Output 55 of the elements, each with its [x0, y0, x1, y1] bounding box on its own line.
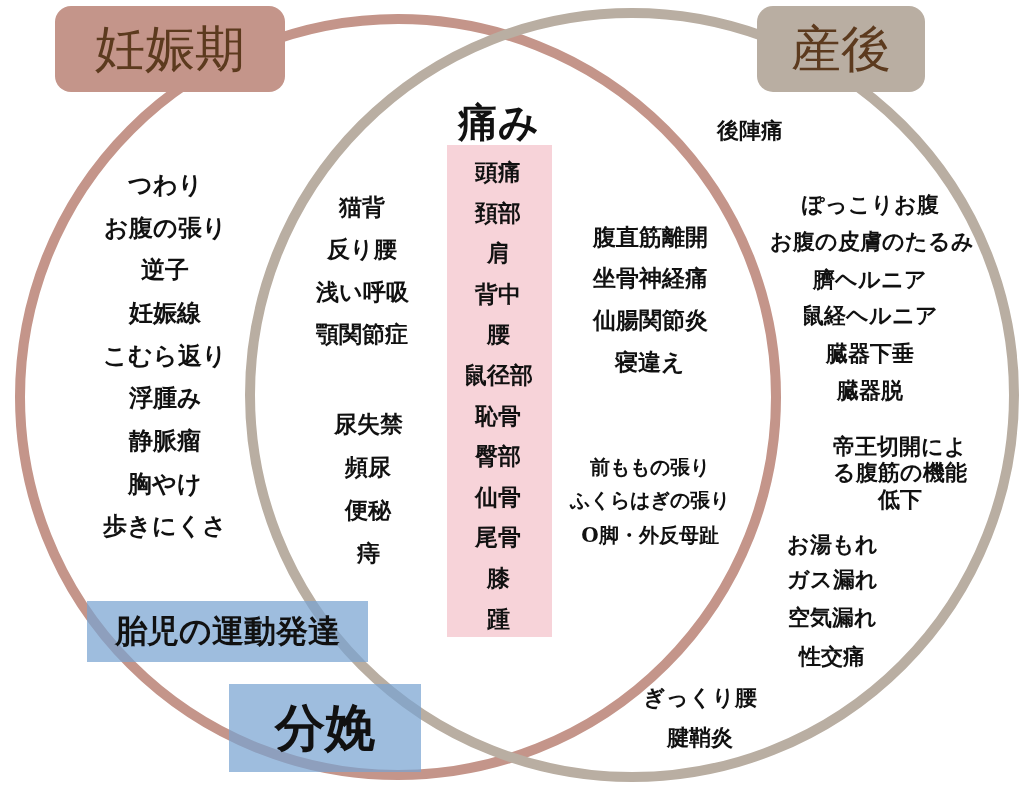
list-item: 腰 [486, 321, 510, 348]
list-item: 猫背 [339, 193, 385, 221]
list-item: 歩きにくさ [103, 512, 227, 540]
title-box: 産後 [757, 6, 925, 92]
list-item: 頚部 [475, 199, 521, 226]
list-item: 踵 [486, 605, 510, 632]
list-item: 鼠経ヘルニア [802, 303, 938, 329]
list-item: 反り腰 [327, 235, 397, 263]
list-item: 便秘 [345, 496, 391, 524]
list-item: 膝 [486, 564, 510, 592]
list-item: O脚・外反母趾 [581, 523, 719, 547]
list-item: 仙腸関節炎 [592, 306, 708, 334]
stage-box: 胎児の運動発達 [87, 601, 368, 662]
list-item: 臓器下垂 [826, 341, 914, 367]
heading: 痛み [457, 99, 539, 145]
list-item: 浅い呼吸 [315, 278, 409, 306]
list-item: 浮腫み [128, 384, 202, 412]
list-item: 帝王切開による腹筋の機能低下 [832, 433, 968, 513]
list-item: 前ももの張り [590, 455, 710, 479]
list-item: 尾骨 [475, 524, 521, 551]
list-item: 逆子 [141, 256, 189, 284]
list-item: 性交痛 [799, 644, 865, 670]
list-item: 後陣痛 [717, 118, 783, 144]
list-item: 胸やけ [128, 470, 202, 498]
list-item: 顎関節症 [316, 320, 408, 348]
title-box: 妊娠期 [55, 6, 285, 92]
list-item: 背中 [475, 280, 521, 307]
list-item: 痔 [356, 539, 380, 567]
list-item: 腱鞘炎 [667, 725, 733, 751]
list-item: ふくらはぎの張り [570, 488, 730, 512]
list-item: 静脈瘤 [129, 427, 201, 455]
list-item: 臓器脱 [837, 378, 903, 404]
stage-box: 分娩 [229, 684, 421, 772]
list-item: つわり [127, 171, 203, 199]
list-item: お腹の張り [103, 214, 227, 242]
list-item: 空気漏れ [787, 605, 877, 631]
list-item: 恥骨 [475, 402, 521, 429]
list-item: 頭痛 [475, 158, 521, 186]
list-item: 尿失禁 [333, 410, 403, 438]
list-item: こむら返り [103, 342, 227, 370]
list-item: 仙骨 [475, 483, 521, 510]
list-item: ガス漏れ [786, 567, 878, 593]
list-item: お腹の皮膚のたるみ [770, 229, 974, 255]
list-item: 妊娠線 [129, 299, 201, 327]
list-item: 腹直筋離開 [592, 223, 708, 251]
list-item: ぽっこりお腹 [801, 192, 939, 218]
list-item: 坐骨神経痛 [592, 264, 708, 292]
list-item: 頻尿 [345, 453, 391, 481]
list-item: 肩 [486, 239, 510, 267]
list-item: 臍ヘルニア [813, 267, 927, 293]
list-item: ぎっくり腰 [643, 685, 757, 711]
list-item: 鼠径部 [463, 361, 533, 389]
list-item: 寝違え [615, 348, 685, 376]
list-item: お湯もれ [786, 532, 878, 558]
list-item: 臀部 [475, 442, 521, 470]
